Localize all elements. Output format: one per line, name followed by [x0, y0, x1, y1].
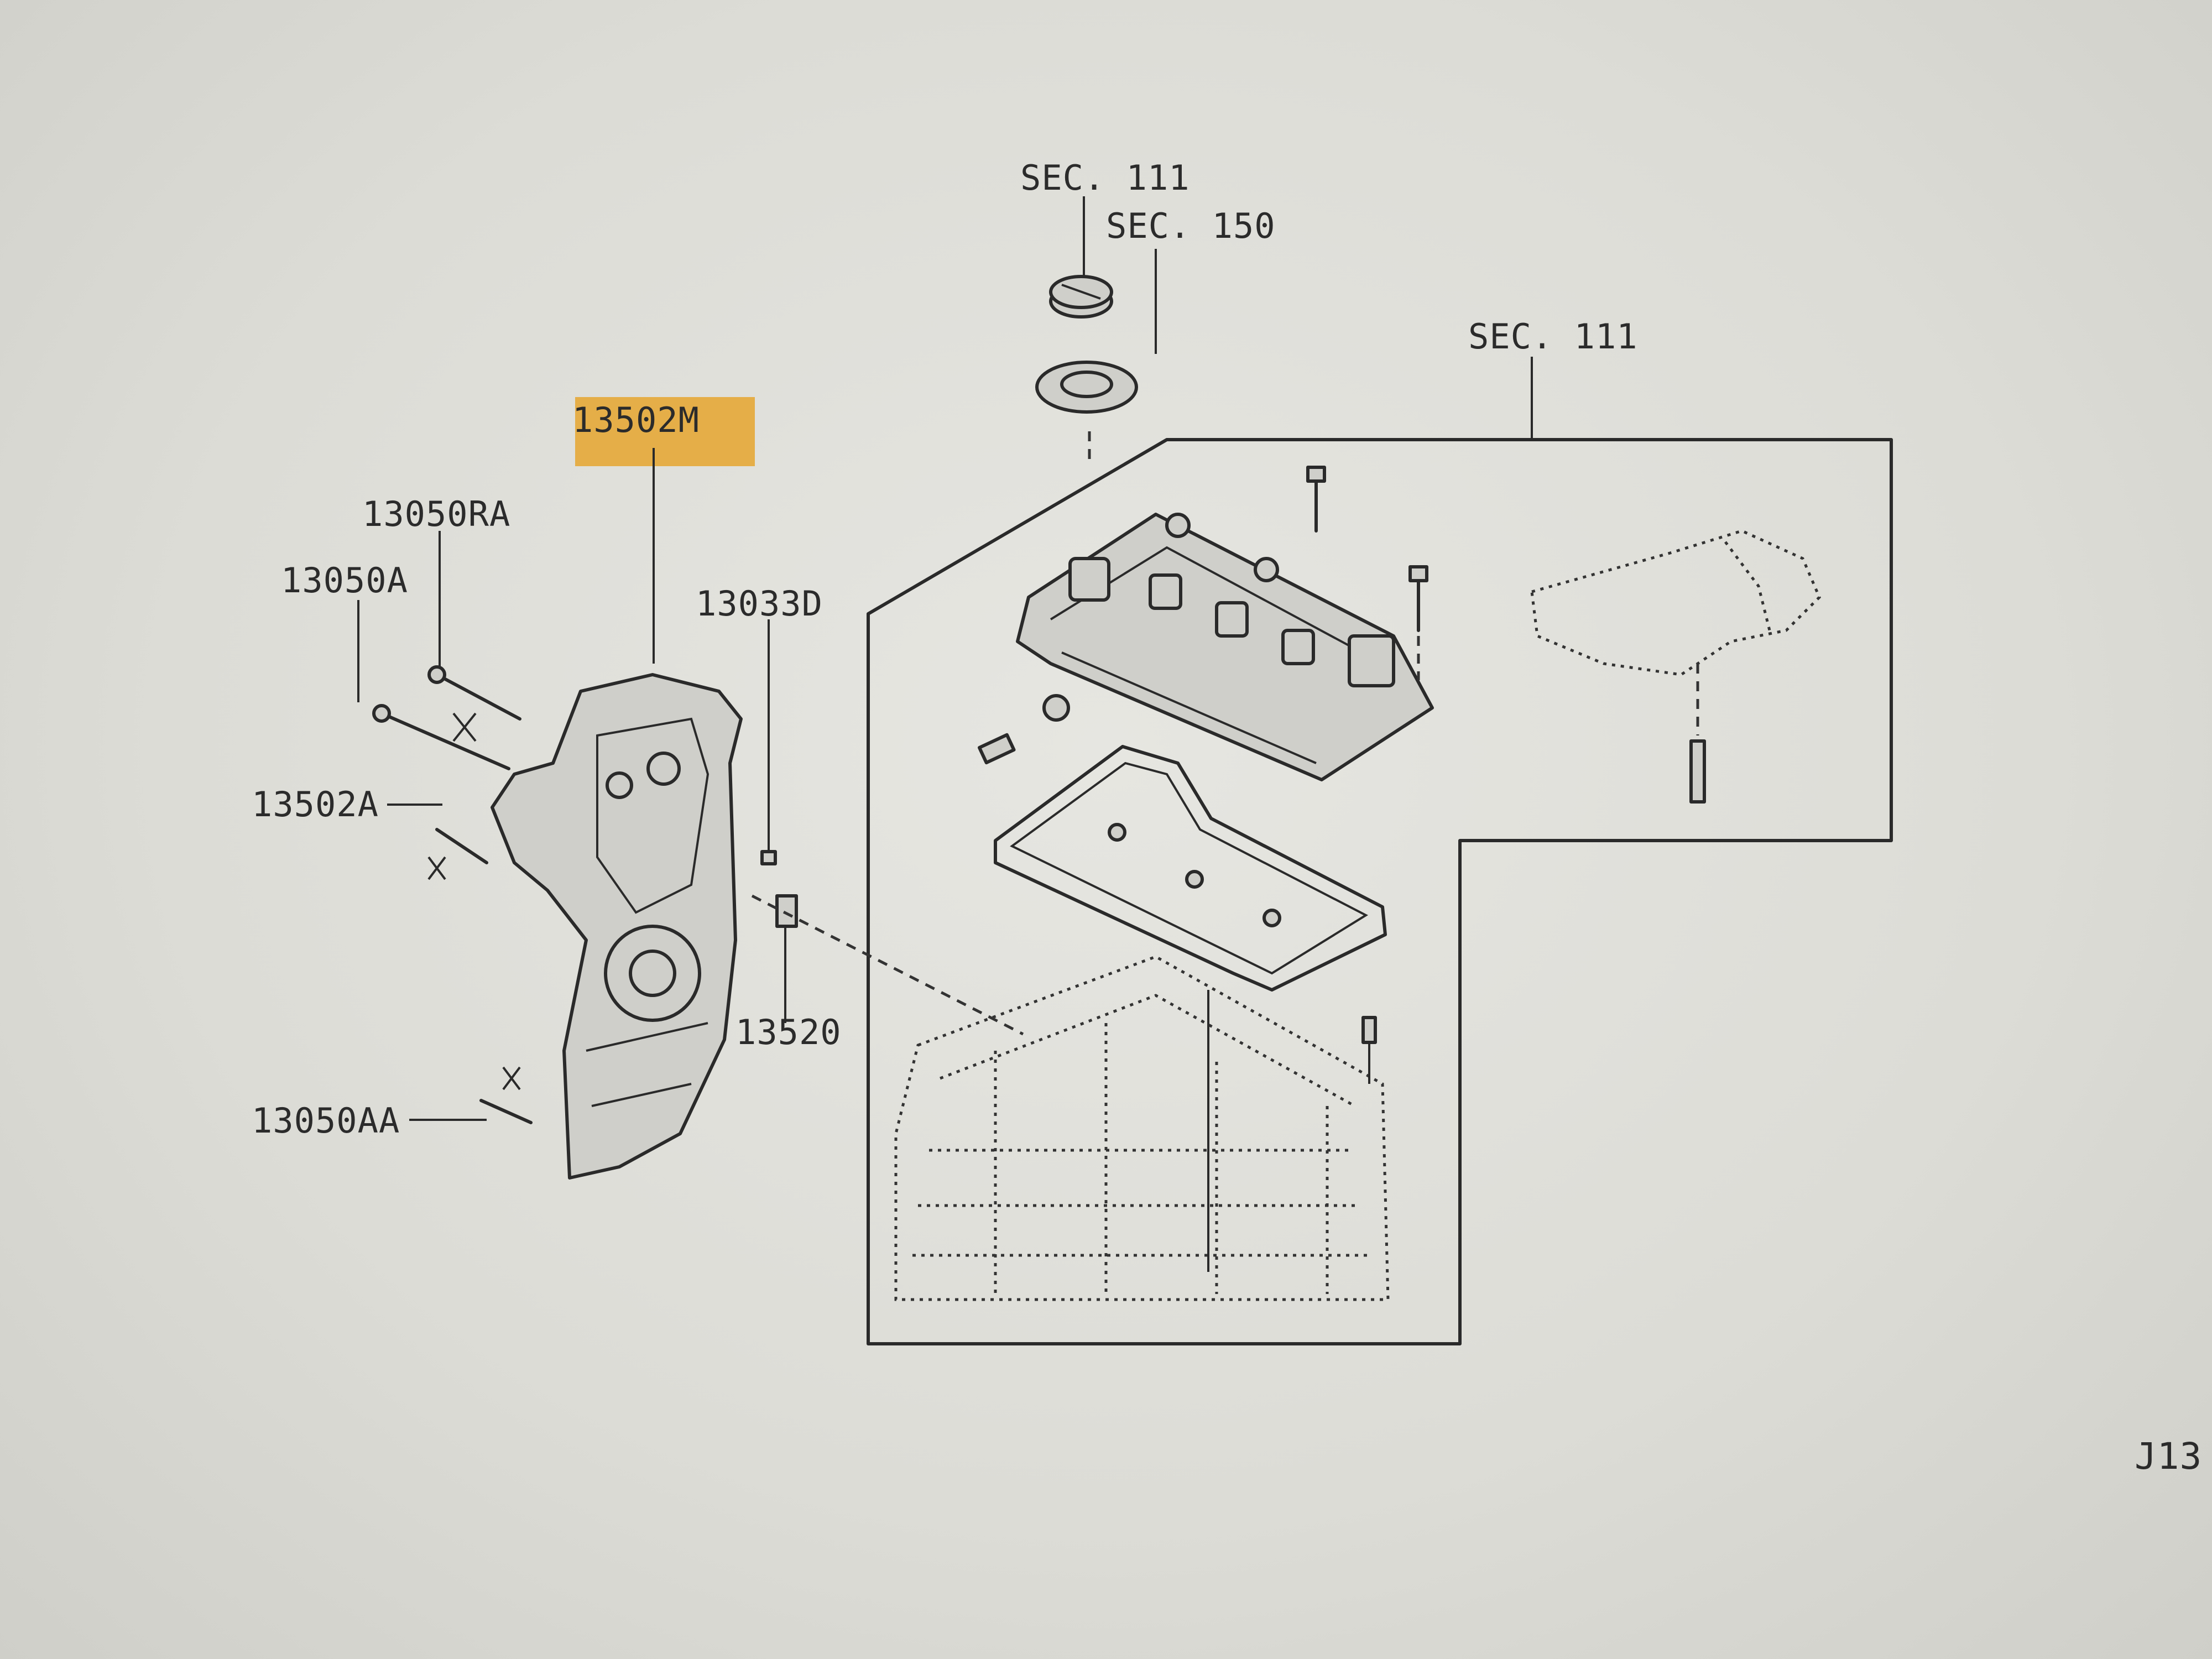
bolt-13050aa: [479, 1099, 533, 1124]
filler-seal-ring: [1035, 361, 1138, 414]
part-label-13520[interactable]: 13520: [735, 1012, 842, 1052]
section-label-sec111-right[interactable]: SEC. 111: [1468, 316, 1638, 357]
cover-bolts: [1306, 466, 1428, 680]
highlight-marker: [575, 397, 755, 466]
reference-x-marks: [427, 712, 521, 1091]
bolt-13050a: [372, 704, 510, 770]
diagram-code: J13: [2135, 1435, 2203, 1478]
bolt-13502a: [435, 828, 488, 864]
plug-13033d: [760, 850, 777, 865]
front-timing-cover: [491, 673, 743, 1180]
bolt-13050ra: [427, 665, 521, 721]
oil-filler-cap: [1049, 275, 1113, 319]
section-boundary-box: [867, 438, 1893, 1345]
part-label-13050aa[interactable]: 13050AA: [252, 1100, 400, 1141]
dowel-pin: [1361, 1016, 1377, 1044]
rocker-cover-gasket: [994, 745, 1387, 992]
rocker-cover: [1016, 513, 1434, 781]
part-label-13050ra[interactable]: 13050RA: [362, 494, 511, 534]
part-label-13502m[interactable]: 13502M: [572, 400, 700, 440]
section-label-sec111-top[interactable]: SEC. 111: [1020, 158, 1190, 198]
pcv-hose-assembly: [1530, 529, 1821, 804]
section-label-sec150[interactable]: SEC. 150: [1106, 206, 1276, 246]
part-label-13050a[interactable]: 13050A: [281, 560, 408, 601]
part-label-13033d[interactable]: 13033D: [696, 583, 823, 624]
cylinder-head: [894, 955, 1390, 1301]
pcv-valve: [978, 694, 1070, 765]
part-label-13502a[interactable]: 13502A: [252, 784, 379, 825]
seal-13520: [775, 894, 798, 928]
